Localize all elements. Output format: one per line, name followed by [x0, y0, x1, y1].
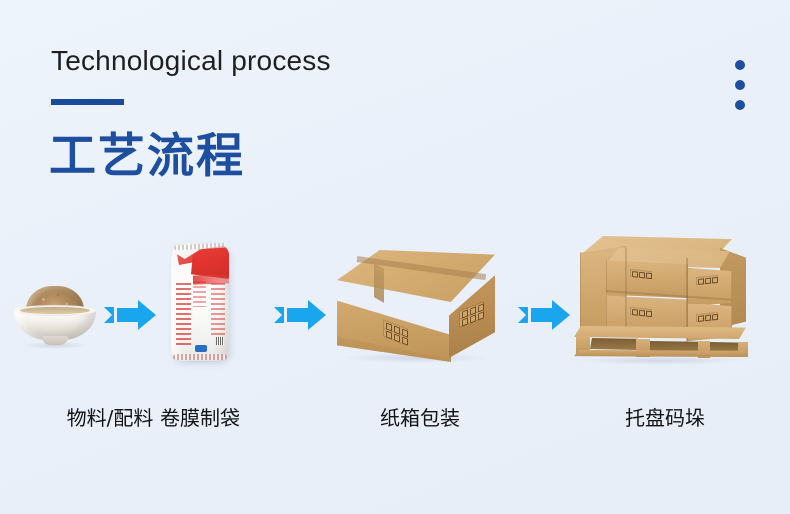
pallet-stringer [738, 342, 748, 357]
bowl-foot [42, 336, 68, 345]
title-underline-rule [51, 99, 124, 105]
step-label-material: 物料/配料 [66, 406, 154, 430]
step-label-film-bagging: 卷膜制袋 [160, 406, 240, 430]
pallet-stringer [576, 336, 590, 354]
flow-arrow-icon [104, 299, 156, 331]
bowl-of-powder-icon [14, 286, 96, 349]
bag-printed-text-right [211, 283, 225, 337]
dot-icon [735, 60, 745, 70]
pallet-box-seam [686, 258, 688, 342]
dot-icon [735, 80, 745, 90]
pallet-void [590, 338, 638, 350]
flow-arrow-icon [518, 299, 570, 331]
bag-qr-code-icon [216, 337, 224, 345]
flow-arrow-icon [274, 299, 326, 331]
dot-icon [735, 100, 745, 110]
drop-shadow [22, 342, 88, 349]
pallet-deck-board [574, 326, 746, 339]
pallet-void [648, 341, 700, 353]
bag-logo-mark [195, 345, 207, 352]
bag-printed-text-left [176, 283, 191, 345]
pallet-void [708, 342, 742, 353]
step-label-palletizing: 托盘码垛 [625, 406, 705, 430]
drop-shadow [343, 353, 489, 363]
page-title-english: Technological process [51, 45, 331, 76]
packaging-bag-icon [171, 242, 230, 363]
drop-shadow [576, 356, 744, 365]
pallet-box-upper-left [606, 260, 688, 298]
pallet-box-upper-right [687, 268, 732, 306]
bag-printed-text-middle [193, 281, 206, 307]
pallet-box-seam [625, 248, 627, 336]
carton-tape-flap [374, 263, 384, 303]
menu-dots[interactable] [735, 60, 745, 110]
bag-body [171, 242, 230, 361]
step-label-carton-packing: 纸箱包装 [380, 406, 460, 430]
bag-bottom-seal-seam [173, 354, 227, 360]
palletized-stack-icon [572, 232, 750, 365]
page-title-chinese: 工艺流程 [49, 129, 245, 184]
pallet-bottom-board [574, 350, 746, 357]
bowl-rim-inner [20, 307, 90, 314]
carton-box-icon [337, 250, 495, 363]
